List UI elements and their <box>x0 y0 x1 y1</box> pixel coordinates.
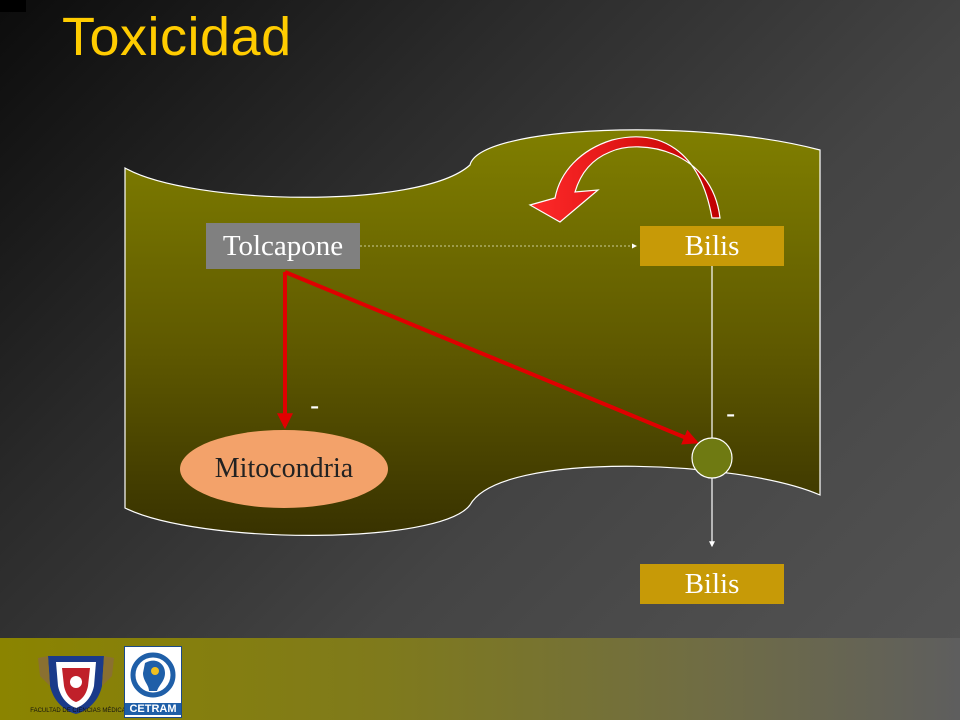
inhibition-sign-left: - <box>310 390 320 421</box>
university-crest-icon <box>38 656 114 714</box>
slide-title: Toxicidad <box>62 7 292 67</box>
cetram-logo: CETRAM <box>124 646 182 718</box>
inhibition-sign-right: - <box>726 398 736 429</box>
faculty-caption: FACULTAD DE CIENCIAS MÉDICAS <box>30 708 130 714</box>
recirculation-arrow <box>528 136 721 223</box>
bilis-top-box: Bilis <box>640 226 784 266</box>
transporter-circle <box>691 437 733 479</box>
tolcapone-box: Tolcapone <box>206 223 360 269</box>
corner-mark <box>0 0 26 12</box>
cetram-label: CETRAM <box>125 703 181 715</box>
tolcapone-to-transporter-arrow <box>284 270 699 445</box>
mitocondria-ellipse: Mitocondria <box>180 430 388 508</box>
bilis-bottom-box: Bilis <box>640 564 784 604</box>
cetram-head-icon <box>130 652 176 698</box>
